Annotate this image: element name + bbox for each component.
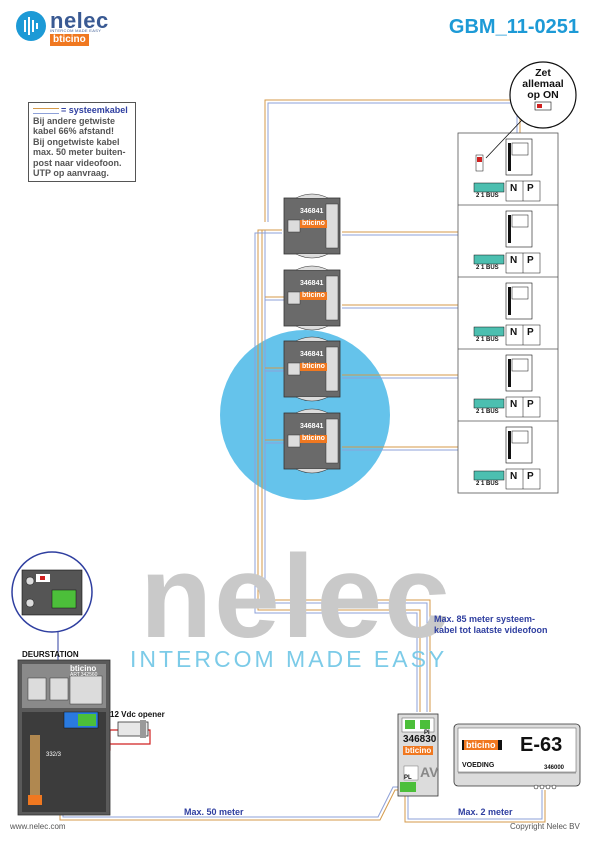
distributor-brand: bticino [300, 292, 327, 300]
interface-pl: PL [404, 775, 412, 781]
terminal-labels: 2 1 BUS [476, 481, 499, 487]
footer-website: www.nelec.com [10, 822, 66, 831]
distributor-unit [283, 265, 341, 331]
system-cable-distance: Max. 85 meter systeem- [434, 614, 536, 624]
dip-switch-icon [534, 101, 552, 111]
callout-line: Zet [535, 67, 551, 79]
videophone-unit [458, 204, 558, 274]
distributors [283, 193, 341, 474]
interface-pi: PI [424, 730, 430, 736]
terminal-labels: 2 1 BUS [476, 265, 499, 271]
door-station-title: DEURSTATION [22, 650, 79, 659]
terminal-labels: 2 1 BUS [476, 193, 499, 199]
power-supply-brand: bticino [464, 740, 498, 750]
interface-av: AV [420, 764, 439, 780]
distributor-code: 346841 [300, 280, 324, 287]
terminal-p: P [527, 255, 534, 266]
interface-brand: bticino [403, 746, 434, 755]
cable-swatch-icon [33, 107, 59, 114]
terminal-n: N [510, 183, 518, 194]
watermark-tagline: INTERCOM MADE EASY [130, 646, 448, 672]
nelec-logo-icon [16, 11, 46, 41]
power-supply-code: 346000 [544, 765, 565, 771]
callout-line: allemaal [522, 78, 564, 90]
callout-line: op ON [527, 89, 559, 101]
interface-unit [397, 713, 439, 797]
footer-copyright: Copyright Nelec BV [510, 822, 580, 831]
door-distance: Max. 50 meter [184, 807, 244, 817]
videophone-unit [458, 420, 558, 490]
camera-module [27, 677, 47, 701]
power-supply-label: VOEDING [462, 762, 495, 769]
brand-name: nelec [50, 8, 109, 33]
door-module-code: 332/3 [46, 752, 62, 758]
terminal-p: P [527, 183, 534, 194]
door-handle [30, 735, 40, 795]
note-line: max. 50 meter buiten- [33, 147, 126, 157]
cable-note: = systeemkabel Bij andere getwiste kabel… [28, 102, 136, 182]
distributor-brand: bticino [300, 220, 327, 228]
document-id: GBM_11-0251 [448, 16, 579, 38]
distributor-unit [283, 336, 341, 402]
note-line: kabel 66% afstand! [33, 126, 115, 136]
terminal-p: P [527, 471, 534, 482]
distributor-code: 346841 [300, 351, 324, 358]
terminal-n: N [510, 327, 518, 338]
terminal-p: P [527, 399, 534, 410]
distributor-code: 346841 [300, 423, 324, 430]
brand-tagline: INTERCOM MADE EASY [50, 28, 102, 33]
brand-partner: bticino [50, 34, 89, 46]
power-supply-model: E-63 [520, 734, 563, 756]
videophone-unit [458, 276, 558, 346]
system-cable-distance-2: kabel tot laatste videofoon [434, 625, 548, 635]
supply-distance: Max. 2 meter [458, 807, 513, 817]
terminal-n: N [510, 399, 518, 410]
note-line: UTP op aanvraag. [33, 168, 109, 178]
terminal-n: N [510, 471, 518, 482]
opener-label: 12 Vdc opener [110, 710, 165, 719]
note-line: Bij ongetwiste kabel [33, 136, 120, 147]
door-station-brand: bticino [70, 664, 97, 673]
note-title: = systeemkabel [61, 105, 128, 115]
distributor-brand: bticino [300, 435, 327, 443]
interface-code: 346830 [403, 734, 437, 745]
videophone-column [457, 132, 559, 494]
door-station [17, 659, 111, 816]
note-line: Bij andere getwiste [33, 115, 116, 126]
terminal-labels: 2 1 BUS [476, 337, 499, 343]
terminal-labels: 2 1 BUS [476, 409, 499, 415]
callout-text: Zet allemaal op ON [512, 68, 574, 101]
terminal-p: P [527, 327, 534, 338]
videophone-unit [473, 138, 541, 202]
terminal-n: N [510, 255, 518, 266]
door-station-code: ART.342560 [70, 672, 98, 678]
distributor-brand: bticino [300, 363, 327, 371]
note-line: post naar videofoon. [33, 157, 122, 168]
videophone-unit [458, 348, 558, 418]
distributor-code: 346841 [300, 208, 324, 215]
watermark-word: nelec [140, 531, 452, 663]
on-callout [509, 61, 577, 129]
